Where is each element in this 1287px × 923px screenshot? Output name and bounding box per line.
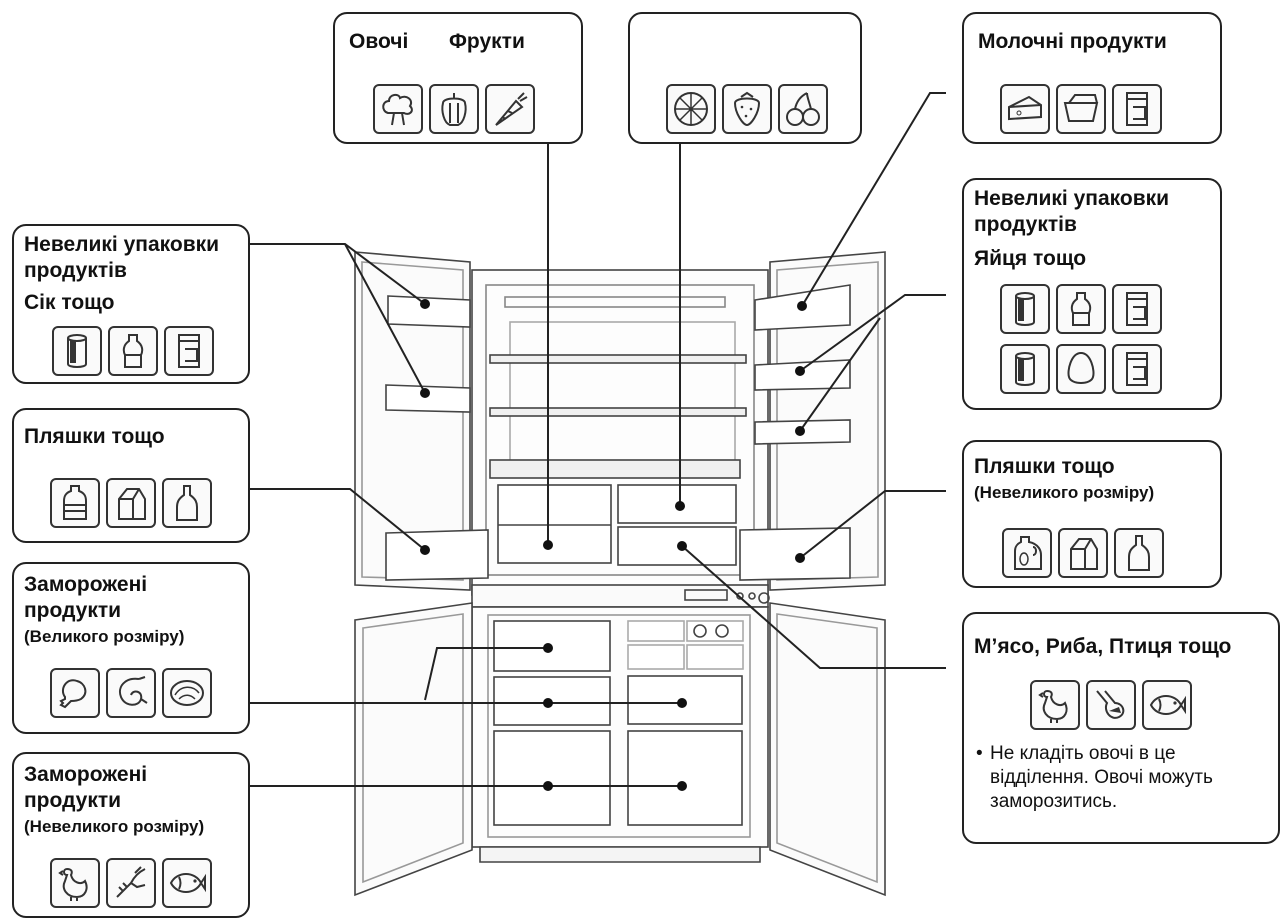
meat-icon bbox=[1086, 680, 1136, 730]
meat-fish-poultry-box: М’ясо, Риба, Птиця тощо • Не кладіть ово… bbox=[962, 612, 1280, 844]
chicken-icon bbox=[1030, 680, 1080, 730]
egg-icon bbox=[1056, 344, 1106, 394]
pepper-icon bbox=[429, 84, 479, 134]
note-line-1: Не кладіть овочі в це bbox=[990, 743, 1176, 764]
wine-bottle-icon bbox=[1114, 528, 1164, 578]
bottles-box-left: Пляшки тощо bbox=[12, 408, 250, 543]
vegetables-label: Овочі bbox=[349, 30, 409, 53]
carton-icon bbox=[1112, 84, 1162, 134]
shelf bbox=[489, 407, 747, 417]
vegetables-fruits-box: Овочі Фрукти bbox=[333, 12, 583, 144]
frozen-large-box: Заморожені продукти (Великого розміру) bbox=[12, 562, 250, 734]
cherry-icon bbox=[778, 84, 828, 134]
door-bin bbox=[385, 529, 489, 581]
vegetable-icons bbox=[373, 84, 535, 134]
fruits-box bbox=[628, 12, 862, 144]
frozen-small-sub: (Невеликого розміру) bbox=[24, 817, 205, 836]
bottles-icons-left bbox=[50, 478, 212, 528]
broccoli-icon bbox=[373, 84, 423, 134]
door-bin bbox=[739, 527, 851, 581]
strawberry-icon bbox=[722, 84, 772, 134]
meat-icons bbox=[1030, 680, 1192, 730]
chicken-leg-icon bbox=[50, 668, 100, 718]
juice-label: Сік тощо bbox=[24, 291, 115, 314]
small-packs-label-1: Невеликі упаковки bbox=[24, 233, 220, 256]
note-bullet: • bbox=[976, 743, 983, 764]
sauce-bottle-icon bbox=[1056, 284, 1106, 334]
milk-carton-icon bbox=[106, 478, 156, 528]
bottles-label-left: Пляшки тощо bbox=[24, 425, 165, 448]
fruit-icons bbox=[666, 84, 828, 134]
butter-icon bbox=[1056, 84, 1106, 134]
small-packs-label-2: продуктів bbox=[24, 259, 127, 282]
freezer-drawer bbox=[627, 730, 743, 826]
fish-icon bbox=[1142, 680, 1192, 730]
left-upper-door bbox=[354, 251, 471, 591]
frozen-large-label-1: Заморожені bbox=[24, 573, 148, 596]
cheese-icon bbox=[1000, 84, 1050, 134]
water-bottle-icon bbox=[50, 478, 100, 528]
freezer-drawer bbox=[493, 730, 611, 826]
small-packs-juice-box: Невеликі упаковки продуктів Сік тощо bbox=[12, 224, 250, 384]
note-line-2: відділення. Овочі можуть bbox=[990, 767, 1213, 788]
small-packs-eggs-box: Невеликі упаковки продуктів Яйця тощо bbox=[962, 178, 1222, 410]
small-packs-icons bbox=[52, 326, 214, 376]
can-icon bbox=[1000, 344, 1050, 394]
lobster-icon bbox=[106, 858, 156, 908]
note-line-3: заморозитись. bbox=[990, 791, 1118, 812]
bottles-icons-right bbox=[1002, 528, 1164, 578]
frozen-large-sub: (Великого розміру) bbox=[24, 627, 185, 646]
can-icon bbox=[52, 326, 102, 376]
shelf bbox=[489, 354, 747, 364]
fish-icon bbox=[162, 858, 212, 908]
small-packs-right-label-2: продуктів bbox=[974, 213, 1077, 236]
fish-steak-icon bbox=[162, 668, 212, 718]
eggs-label: Яйця тощо bbox=[974, 247, 1087, 270]
small-packs-right-icons-row1 bbox=[1000, 284, 1162, 334]
shelf bbox=[489, 459, 741, 479]
dairy-box: Молочні продукти bbox=[962, 12, 1222, 144]
shrimp-icon bbox=[106, 668, 156, 718]
frozen-small-label-1: Заморожені bbox=[24, 763, 148, 786]
small-packs-right-icons-row2 bbox=[1000, 344, 1162, 394]
jug-icon bbox=[1002, 528, 1052, 578]
carton-icon bbox=[1112, 344, 1162, 394]
small-packs-right-label-1: Невеликі упаковки bbox=[974, 187, 1170, 210]
bottles-box-right: Пляшки тощо (Невеликого розміру) bbox=[962, 440, 1222, 588]
frozen-large-label-2: продукти bbox=[24, 599, 122, 622]
right-lower-door bbox=[769, 602, 886, 897]
chicken-icon bbox=[50, 858, 100, 908]
sauce-bottle-icon bbox=[108, 326, 158, 376]
dairy-label: Молочні продукти bbox=[978, 30, 1167, 53]
bottles-sub-right: (Невеликого розміру) bbox=[974, 483, 1155, 502]
carton-icon bbox=[1112, 284, 1162, 334]
wine-bottle-icon bbox=[162, 478, 212, 528]
dairy-icons bbox=[1000, 84, 1162, 134]
left-lower-door bbox=[354, 602, 473, 897]
frozen-large-icons bbox=[50, 668, 212, 718]
bottles-label-right: Пляшки тощо bbox=[974, 455, 1115, 478]
milk-carton-icon bbox=[1058, 528, 1108, 578]
carton-icon bbox=[164, 326, 214, 376]
fruits-label: Фрукти bbox=[449, 30, 525, 53]
carrot-icon bbox=[485, 84, 535, 134]
frozen-small-box: Заморожені продукти (Невеликого розміру) bbox=[12, 752, 250, 918]
can-icon bbox=[1000, 284, 1050, 334]
door-bin bbox=[387, 295, 471, 328]
orange-slice-icon bbox=[666, 84, 716, 134]
ice-bin bbox=[627, 620, 685, 642]
meat-label: М’ясо, Риба, Птиця тощо bbox=[974, 635, 1232, 658]
frozen-small-icons bbox=[50, 858, 212, 908]
crisper-left bbox=[497, 484, 612, 564]
door-bin bbox=[385, 384, 471, 413]
frozen-small-label-2: продукти bbox=[24, 789, 122, 812]
